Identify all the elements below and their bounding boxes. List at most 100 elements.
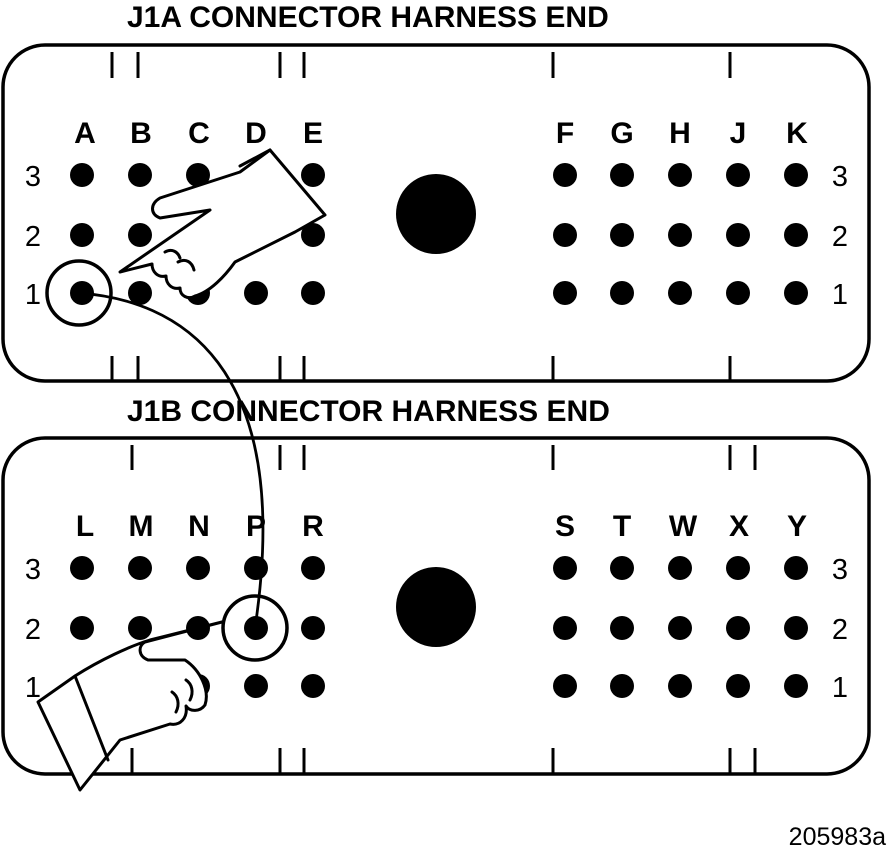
pin-n3 (186, 556, 210, 580)
pin-t1 (610, 674, 634, 698)
pin-e3 (301, 163, 325, 187)
pin-x3 (726, 556, 750, 580)
column-label: R (302, 510, 324, 543)
j1a-connector: J1A CONNECTOR HARNESS END A B C D E F G … (1, 1, 871, 383)
column-label: E (303, 117, 323, 150)
pin-e1 (301, 281, 325, 305)
row-label: 3 (25, 161, 41, 193)
pin-b1 (128, 281, 152, 305)
pin-g1 (610, 281, 634, 305)
row-label: 1 (25, 672, 41, 704)
column-label: H (669, 117, 691, 150)
j1b-row-labels: 3 2 1 3 2 1 (25, 554, 848, 704)
pin-h1 (668, 281, 692, 305)
column-label: S (555, 510, 575, 543)
row-label: 3 (25, 554, 41, 586)
pin-s1 (553, 674, 577, 698)
pin-l3 (70, 556, 94, 580)
column-label: F (556, 117, 574, 150)
j1a-highlight-ring (45, 259, 113, 327)
pin-y2 (784, 616, 808, 640)
pin-j1 (726, 281, 750, 305)
pin-m3 (128, 556, 152, 580)
pin-y1 (784, 674, 808, 698)
j1a-column-labels: A B C D E F G H J K (74, 117, 808, 150)
j1a-row-labels: 3 2 1 3 2 1 (25, 161, 848, 311)
pin-b2 (128, 223, 152, 247)
j1b-title: J1B CONNECTOR HARNESS END (127, 395, 610, 428)
column-label: X (729, 510, 749, 543)
column-label: W (669, 510, 698, 543)
pin-f3 (553, 163, 577, 187)
pin-r3 (301, 556, 325, 580)
pin-g3 (610, 163, 634, 187)
column-label: P (246, 510, 266, 543)
pin-h2 (668, 223, 692, 247)
pin-p3 (244, 556, 268, 580)
pin-k3 (784, 163, 808, 187)
pin-c3 (186, 163, 210, 187)
pin-j3 (726, 163, 750, 187)
column-label: C (188, 117, 210, 150)
column-label: L (76, 510, 94, 543)
j1a-title: J1A CONNECTOR HARNESS END (127, 1, 609, 34)
j1a-keyways (110, 52, 732, 381)
pin-f1 (553, 281, 577, 305)
row-label: 1 (832, 672, 848, 704)
j1a-pins (70, 163, 808, 305)
figure-number: 205983a (789, 823, 886, 851)
row-label: 2 (25, 614, 41, 646)
row-label: 1 (832, 279, 848, 311)
j1b-column-labels: L M N P R S T W X Y (76, 510, 807, 543)
row-label: 3 (832, 161, 848, 193)
pin-a3 (70, 163, 94, 187)
column-label: N (188, 510, 210, 543)
pin-e2 (301, 223, 325, 247)
column-label: Y (787, 510, 807, 543)
row-label: 3 (832, 554, 848, 586)
column-label: B (130, 117, 152, 150)
pin-x1 (726, 674, 750, 698)
pin-k2 (784, 223, 808, 247)
pin-a2 (70, 223, 94, 247)
pin-t2 (610, 616, 634, 640)
pin-h3 (668, 163, 692, 187)
column-label: A (74, 117, 96, 150)
pin-w3 (668, 556, 692, 580)
row-label: 2 (25, 221, 41, 253)
j1b-connector: J1B CONNECTOR HARNESS END L M N P R S T … (1, 395, 871, 776)
column-label: K (786, 117, 808, 150)
pointing-hand-icon (118, 148, 327, 300)
row-label: 2 (832, 614, 848, 646)
column-label: M (129, 510, 154, 543)
pin-w2 (668, 616, 692, 640)
j1b-highlight-ring (221, 594, 289, 662)
j1b-pins (70, 556, 808, 698)
pin-b3 (128, 163, 152, 187)
row-label: 2 (832, 221, 848, 253)
pin-m2 (128, 616, 152, 640)
j1a-center-post (396, 174, 476, 254)
column-label: D (245, 117, 267, 150)
pin-s3 (553, 556, 577, 580)
pointing-hand-icon (36, 620, 224, 792)
pin-g2 (610, 223, 634, 247)
row-label: 1 (25, 279, 41, 311)
pin-x2 (726, 616, 750, 640)
column-label: T (613, 510, 631, 543)
pin-k1 (784, 281, 808, 305)
j1b-keyways (130, 445, 757, 774)
pin-w1 (668, 674, 692, 698)
pin-j2 (726, 223, 750, 247)
pin-y3 (784, 556, 808, 580)
pin-t3 (610, 556, 634, 580)
pin-r2 (301, 616, 325, 640)
pin-p1 (244, 674, 268, 698)
pin-r1 (301, 674, 325, 698)
pin-d1 (244, 281, 268, 305)
column-label: J (730, 117, 747, 150)
pin-l2 (70, 616, 94, 640)
j1b-center-post (396, 567, 476, 647)
pin-s2 (553, 616, 577, 640)
